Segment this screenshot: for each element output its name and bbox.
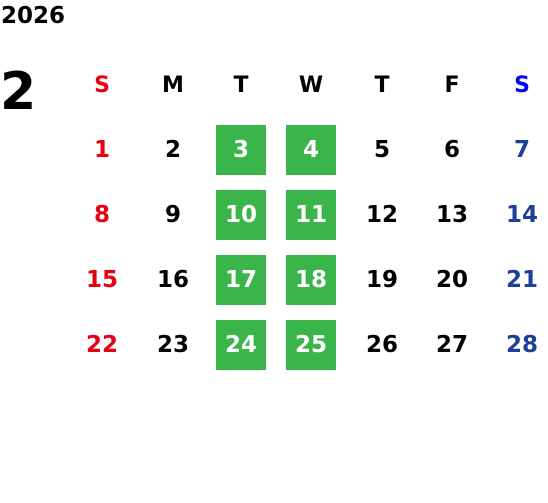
- day-cell[interactable]: 20: [435, 267, 468, 293]
- day-cell[interactable]: 28: [505, 332, 538, 358]
- day-cell[interactable]: 15: [85, 267, 118, 293]
- day-cell-highlighted[interactable]: 11: [286, 190, 336, 240]
- week-row: 22 23 24 25 26 27 28: [67, 320, 548, 370]
- day-cell[interactable]: 21: [505, 267, 538, 293]
- day-cell[interactable]: 9: [164, 202, 181, 228]
- day-cell[interactable]: 19: [365, 267, 398, 293]
- weekday-header-sunday: S: [94, 72, 110, 98]
- day-cell[interactable]: 6: [443, 137, 460, 163]
- weekday-header-saturday: S: [514, 72, 530, 98]
- week-row: 8 9 10 11 12 13 14: [67, 190, 548, 240]
- day-cell[interactable]: 12: [365, 202, 398, 228]
- weekday-header-row: S M T W T F S: [67, 60, 548, 110]
- month-number: 2: [0, 62, 37, 122]
- day-cell-highlighted[interactable]: 18: [286, 255, 336, 305]
- day-cell[interactable]: 13: [435, 202, 468, 228]
- day-cell-highlighted[interactable]: 17: [216, 255, 266, 305]
- weekday-header-wednesday: W: [298, 72, 324, 98]
- day-cell-highlighted[interactable]: 4: [286, 125, 336, 175]
- day-cell[interactable]: 23: [156, 332, 189, 358]
- weekday-header-monday: M: [162, 72, 184, 98]
- weekday-header-thursday: T: [374, 72, 390, 98]
- day-cell-highlighted[interactable]: 10: [216, 190, 266, 240]
- day-cell[interactable]: 5: [373, 137, 390, 163]
- day-cell[interactable]: 22: [85, 332, 118, 358]
- weekday-header-friday: F: [444, 72, 460, 98]
- day-cell-highlighted[interactable]: 25: [286, 320, 336, 370]
- day-cell[interactable]: 16: [156, 267, 189, 293]
- year-label: 2026: [1, 3, 66, 29]
- week-row: 1 2 3 4 5 6 7: [67, 125, 548, 175]
- day-cell[interactable]: 14: [505, 202, 538, 228]
- week-row: 15 16 17 18 19 20 21: [67, 255, 548, 305]
- day-cell[interactable]: 2: [164, 137, 181, 163]
- day-cell-highlighted[interactable]: 24: [216, 320, 266, 370]
- day-cell[interactable]: 27: [435, 332, 468, 358]
- day-cell[interactable]: 1: [93, 137, 110, 163]
- weekday-header-tuesday: T: [233, 72, 249, 98]
- day-cell[interactable]: 7: [513, 137, 530, 163]
- day-cell[interactable]: 26: [365, 332, 398, 358]
- day-cell[interactable]: 8: [93, 202, 110, 228]
- day-cell-highlighted[interactable]: 3: [216, 125, 266, 175]
